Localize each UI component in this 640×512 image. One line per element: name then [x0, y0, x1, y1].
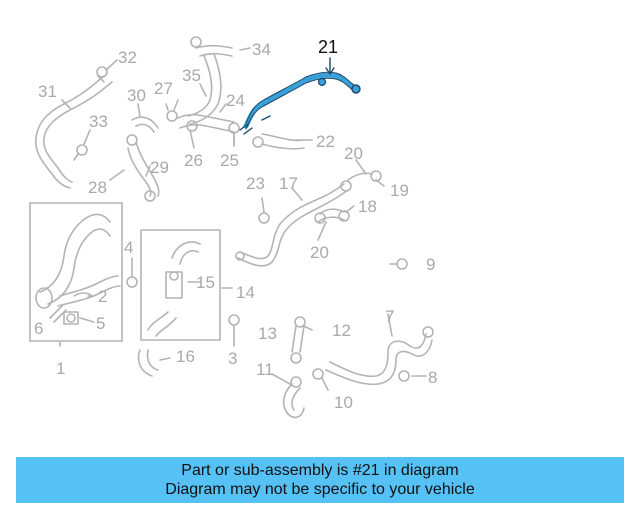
label-part-27: 27 — [154, 79, 173, 98]
label-part-20-bottom: 20 — [310, 243, 329, 262]
label-part-16: 16 — [176, 347, 195, 366]
parts-diagram: 32 34 21 31 35 27 30 24 33 26 25 22 29 2… — [29, 36, 437, 419]
label-part-1: 1 — [56, 359, 65, 378]
label-part-32: 32 — [118, 48, 137, 67]
label-part-29: 29 — [150, 158, 169, 177]
label-part-30: 30 — [127, 86, 146, 105]
clamp-part-23 — [258, 197, 270, 224]
label-part-22: 22 — [316, 132, 335, 151]
pipe-part-7 — [325, 326, 434, 386]
hose-part-22 — [252, 133, 305, 150]
hose-part-24 — [177, 113, 235, 133]
hose-part-14 — [147, 241, 201, 337]
label-part-5: 5 — [96, 314, 105, 333]
label-part-35: 35 — [182, 66, 201, 85]
clamp-part-10 — [312, 368, 329, 391]
hose-part-28 — [126, 134, 160, 202]
label-part-3: 3 — [228, 349, 237, 368]
clamp-part-9 — [389, 258, 408, 270]
assembly-box-1 — [29, 202, 123, 342]
label-part-2: 2 — [98, 287, 107, 306]
label-part-25: 25 — [220, 151, 239, 170]
hose-part-11 — [282, 376, 305, 419]
label-part-26: 26 — [184, 151, 203, 170]
label-part-14: 14 — [236, 283, 255, 302]
label-part-12: 12 — [332, 321, 351, 340]
hose-part-19 — [340, 170, 382, 192]
hose-part-1 — [35, 213, 121, 309]
label-part-23: 23 — [246, 174, 265, 193]
hose-part-34 — [187, 36, 233, 125]
label-part-11: 11 — [256, 360, 274, 379]
clamp-part-4 — [126, 257, 138, 288]
label-part-13: 13 — [258, 324, 277, 343]
label-part-21: 21 — [318, 37, 338, 57]
clamp-part-27 — [165, 103, 178, 122]
label-part-7: 7 — [385, 307, 394, 326]
banner-line-2: Diagram may not be specific to your vehi… — [165, 481, 475, 498]
hose-part-31 — [34, 75, 113, 189]
label-part-18: 18 — [358, 197, 377, 216]
label-part-6: 6 — [34, 319, 43, 338]
info-banner: Part or sub-assembly is #21 in diagram D… — [16, 457, 624, 503]
pipe-part-21 — [239, 57, 361, 135]
clamp-part-33 — [73, 144, 88, 161]
clamp-part-8 — [398, 370, 410, 382]
label-part-4: 4 — [124, 238, 133, 257]
label-part-20-top: 20 — [344, 144, 363, 163]
fitting-part-5 — [63, 311, 79, 325]
clamp-part-32 — [96, 66, 108, 83]
hose-part-16 — [137, 349, 159, 377]
assembly-box-14 — [140, 229, 221, 341]
clamp-part-2 — [73, 292, 93, 297]
label-part-34: 34 — [252, 40, 271, 59]
label-part-9: 9 — [426, 255, 435, 274]
hose-part-18 — [314, 208, 350, 224]
label-part-31: 31 — [38, 82, 57, 101]
pipe-part-17 — [235, 183, 349, 267]
label-part-28: 28 — [88, 178, 107, 197]
label-part-33: 33 — [89, 112, 108, 131]
label-part-10: 10 — [334, 393, 353, 412]
label-part-17: 17 — [279, 174, 298, 193]
label-part-19: 19 — [390, 181, 409, 200]
clamp-part-3 — [228, 314, 240, 337]
banner-line-1: Part or sub-assembly is #21 in diagram — [181, 462, 459, 479]
label-part-8: 8 — [428, 368, 437, 387]
hose-part-30 — [131, 116, 159, 133]
hose-part-12 — [290, 316, 306, 364]
label-part-24: 24 — [226, 91, 245, 110]
label-part-15: 15 — [196, 273, 215, 292]
